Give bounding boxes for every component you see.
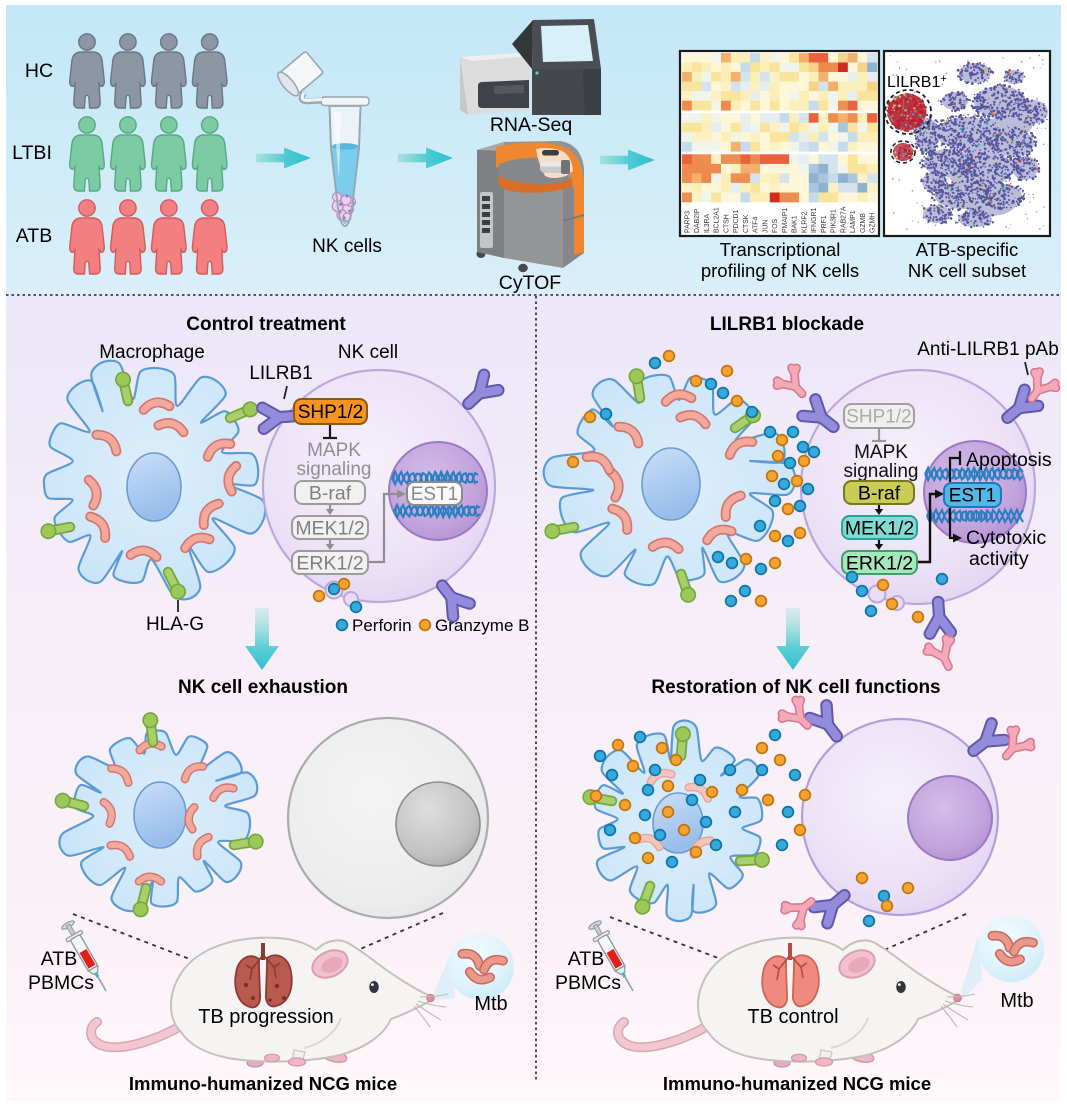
- svg-text:IFNGR1: IFNGR1: [811, 208, 818, 233]
- svg-text:DAB2IP: DAB2IP: [694, 208, 701, 233]
- svg-text:MAPK: MAPK: [854, 442, 908, 463]
- svg-text:B-raf: B-raf: [858, 482, 901, 504]
- svg-text:MAPK: MAPK: [307, 440, 361, 461]
- svg-text:PMAIP1: PMAIP1: [782, 208, 789, 233]
- svg-text:ERK1/2: ERK1/2: [846, 552, 913, 574]
- svg-text:HC: HC: [25, 60, 53, 82]
- svg-text:signaling: signaling: [297, 459, 372, 480]
- svg-text:ATB: ATB: [568, 948, 604, 970]
- svg-text:LILRB1: LILRB1: [249, 363, 312, 384]
- svg-text:PDCD1: PDCD1: [733, 209, 740, 233]
- svg-text:NK cell subset: NK cell subset: [908, 260, 1026, 281]
- svg-text:ATB: ATB: [41, 948, 77, 970]
- svg-text:PARP3: PARP3: [684, 211, 691, 233]
- svg-text:Restoration of NK cell functio: Restoration of NK cell functions: [651, 677, 940, 698]
- svg-text:RAB27A: RAB27A: [840, 206, 847, 233]
- svg-text:HLA-G: HLA-G: [146, 614, 204, 635]
- svg-text:FOS: FOS: [772, 218, 779, 233]
- svg-text:ATF4: ATF4: [753, 216, 760, 233]
- svg-text:BCL2A1: BCL2A1: [714, 207, 721, 233]
- svg-text:Control treatment: Control treatment: [186, 314, 346, 335]
- svg-text:ATB: ATB: [16, 225, 52, 247]
- svg-text:NK cell: NK cell: [338, 342, 398, 363]
- svg-text:GZMH: GZMH: [870, 213, 877, 233]
- svg-text:TB progression: TB progression: [198, 1006, 334, 1028]
- svg-text:Transcriptional: Transcriptional: [720, 239, 841, 260]
- svg-text:Perforin: Perforin: [352, 616, 412, 635]
- svg-text:KLRF2: KLRF2: [801, 211, 808, 233]
- svg-text:RNA-Seq: RNA-Seq: [490, 114, 572, 136]
- svg-text:Apoptosis: Apoptosis: [966, 449, 1052, 471]
- svg-text:Immuno-humanized NCG mice: Immuno-humanized NCG mice: [129, 1073, 397, 1094]
- svg-text:EST1: EST1: [411, 484, 459, 505]
- svg-text:PRF1: PRF1: [821, 215, 828, 233]
- svg-text:Mtb: Mtb: [474, 993, 507, 1015]
- svg-text:NK cell exhaustion: NK cell exhaustion: [178, 677, 348, 698]
- svg-text:ERK1/2: ERK1/2: [296, 552, 363, 574]
- svg-text:profiling of NK cells: profiling of NK cells: [701, 260, 859, 281]
- svg-text:JUN: JUN: [762, 220, 769, 233]
- svg-text:PBMCs: PBMCs: [28, 972, 94, 994]
- svg-text:EST1: EST1: [949, 486, 997, 507]
- svg-text:IL3RA: IL3RA: [704, 213, 711, 233]
- svg-text:activity: activity: [969, 548, 1029, 570]
- svg-text:BAK1: BAK1: [792, 215, 799, 233]
- svg-text:PIK3R1: PIK3R1: [831, 209, 838, 233]
- svg-text:MEK1/2: MEK1/2: [295, 517, 364, 539]
- svg-text:SHP1/2: SHP1/2: [298, 402, 363, 423]
- svg-text:TB control: TB control: [747, 1006, 838, 1028]
- svg-text:B-raf: B-raf: [309, 482, 352, 504]
- svg-text:LTBI: LTBI: [12, 142, 52, 164]
- svg-text:Granzyme B: Granzyme B: [435, 616, 529, 635]
- svg-text:Anti-LILRB1 pAb: Anti-LILRB1 pAb: [917, 339, 1059, 360]
- svg-text:CTSH: CTSH: [723, 214, 730, 233]
- svg-text:CyTOF: CyTOF: [499, 272, 562, 294]
- svg-text:MEK1/2: MEK1/2: [845, 517, 914, 539]
- svg-text:Macrophage: Macrophage: [99, 342, 205, 363]
- svg-text:CTSK: CTSK: [743, 214, 750, 233]
- svg-text:Mtb: Mtb: [1000, 990, 1033, 1012]
- svg-text:Cytotoxic: Cytotoxic: [966, 527, 1046, 549]
- svg-text:LILRB1+: LILRB1+: [887, 73, 947, 91]
- svg-text:LAMP1: LAMP1: [850, 210, 857, 233]
- svg-text:GZMB: GZMB: [860, 213, 867, 233]
- svg-text:NK cells: NK cells: [312, 236, 382, 257]
- svg-text:signaling: signaling: [844, 461, 919, 482]
- svg-text:PBMCs: PBMCs: [555, 972, 621, 994]
- svg-text:LILRB1 blockade: LILRB1 blockade: [710, 314, 864, 335]
- svg-text:ATB-specific: ATB-specific: [916, 239, 1018, 260]
- svg-text:SHP1/2: SHP1/2: [846, 407, 911, 428]
- svg-text:Immuno-humanized NCG mice: Immuno-humanized NCG mice: [663, 1073, 931, 1094]
